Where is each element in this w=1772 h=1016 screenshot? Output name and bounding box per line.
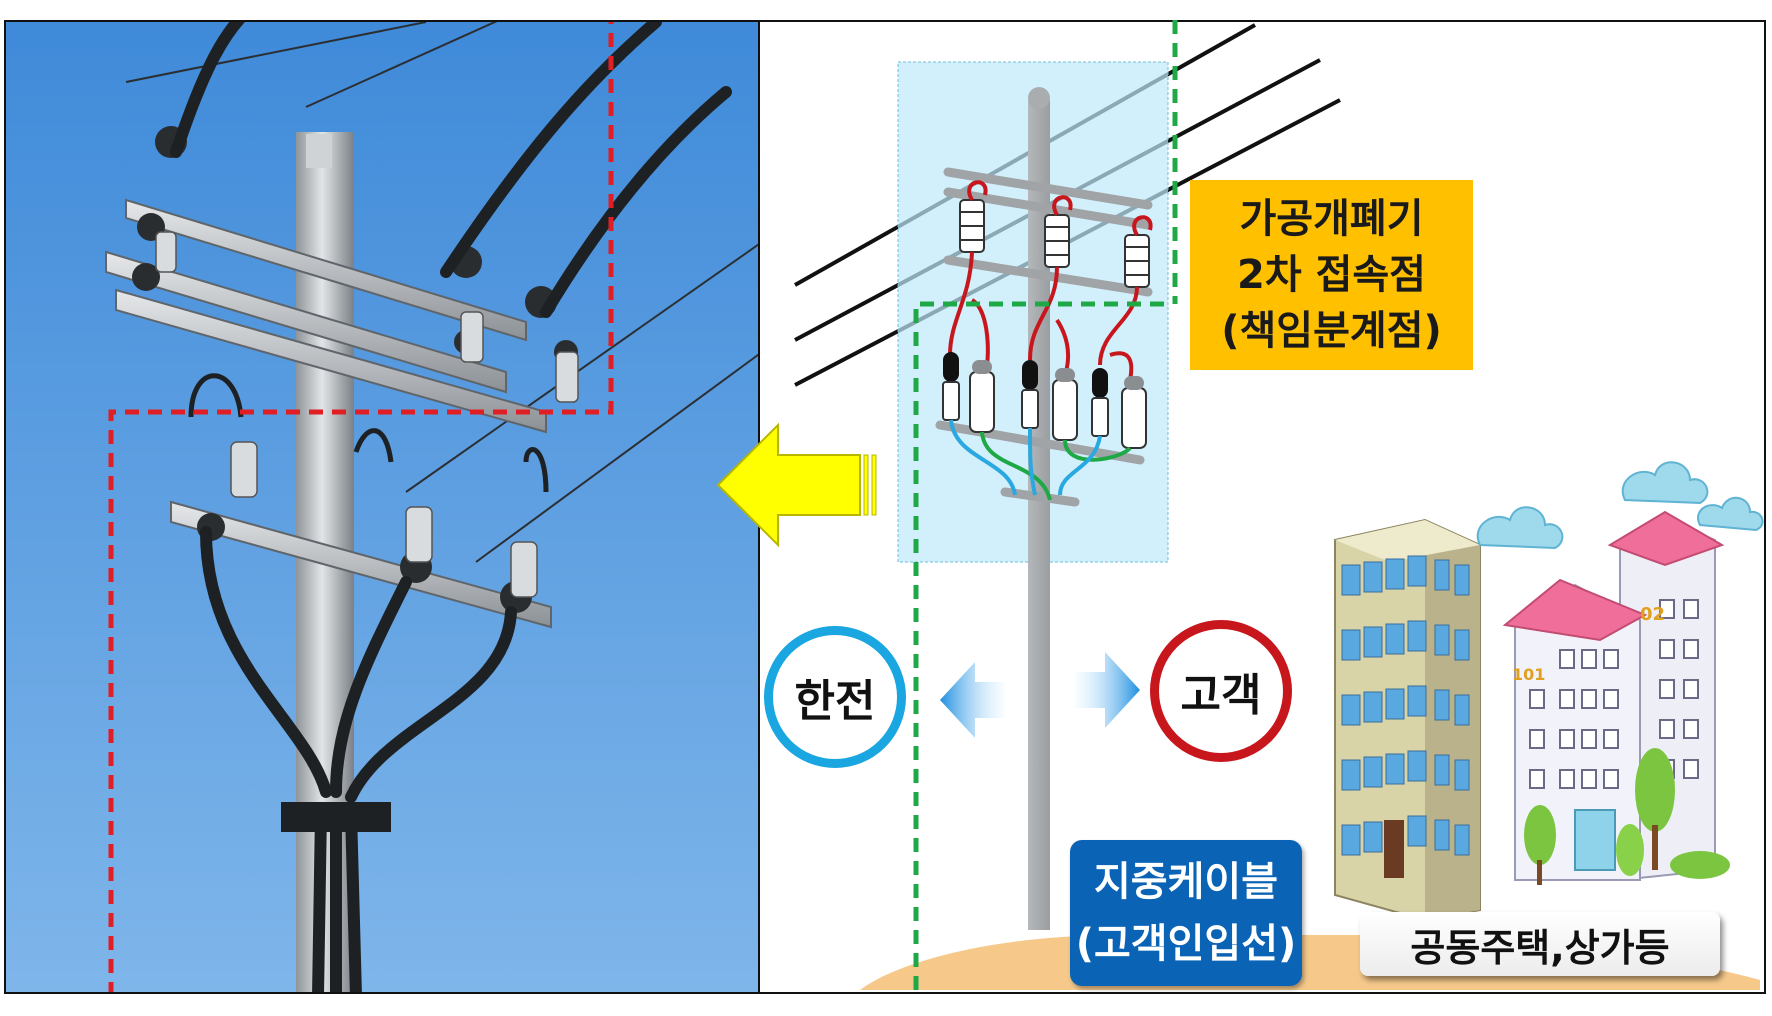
building-number-02: 02: [1640, 604, 1665, 625]
green-boundary-line: [913, 20, 1178, 990]
responsibility-boundary-lines: [108, 22, 614, 992]
customer-direction-arrow: [1075, 652, 1140, 728]
underground-cable-label: 지중케이블 (고객인입선): [1070, 840, 1302, 986]
switch-connection-point-label: 가공개폐기 2차 접속점 (책임분계점): [1190, 180, 1473, 370]
pole-photo-illustration: [6, 22, 758, 992]
pole-photo: [4, 20, 760, 994]
buildings-label: 공동주택,상가등: [1360, 912, 1720, 976]
kepco-label: 한전: [764, 626, 906, 768]
building-number-101: 101: [1512, 665, 1545, 684]
clouds: [1476, 461, 1764, 550]
cable-clamp: [281, 802, 391, 832]
schematic-panel: [760, 20, 1766, 994]
pointer-arrow: [716, 422, 877, 548]
trees: [1524, 748, 1730, 885]
customer-label: 고객: [1150, 620, 1292, 762]
kepco-direction-arrow: [940, 662, 1005, 738]
schematic-pole: [1028, 100, 1050, 930]
office-building: [1334, 518, 1481, 922]
